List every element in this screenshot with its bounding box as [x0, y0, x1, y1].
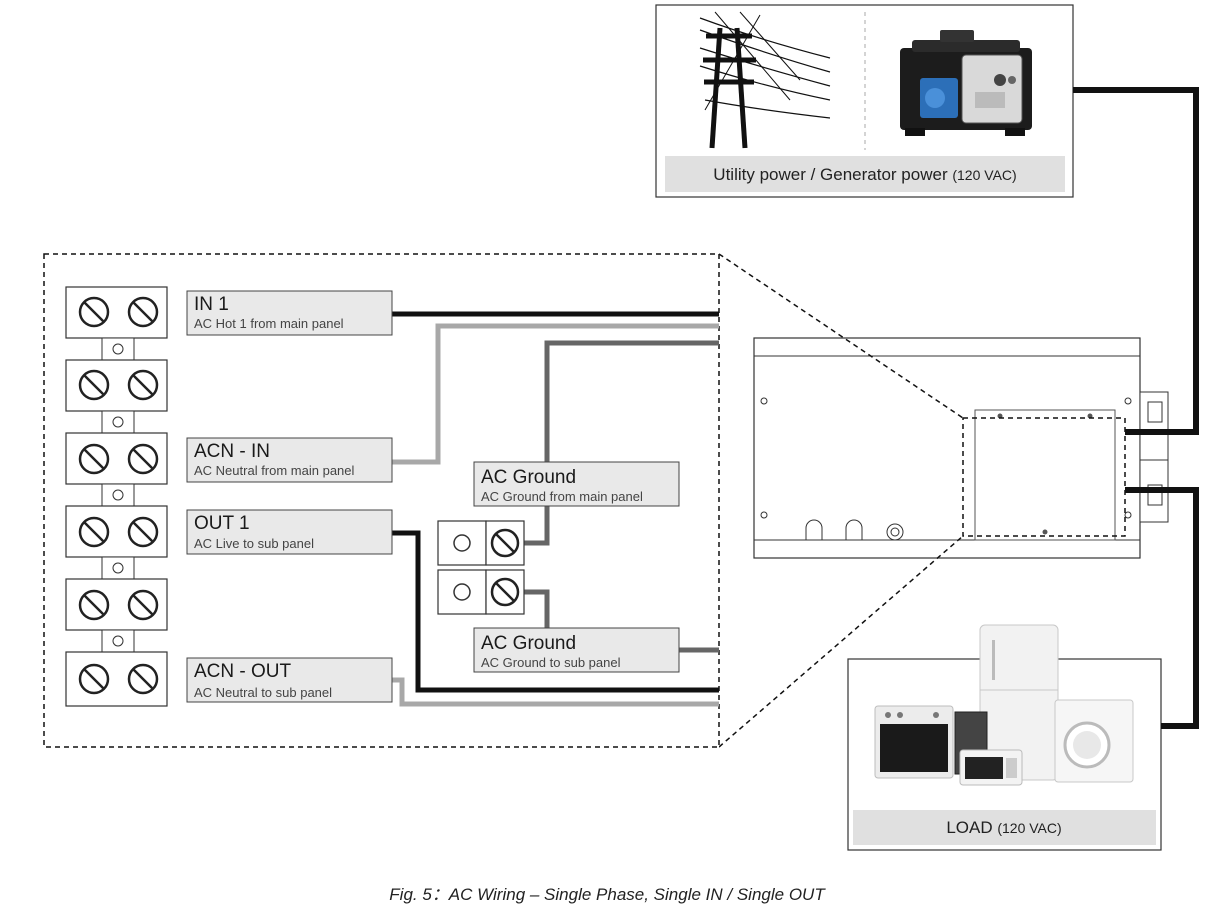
terminal-label-in1: IN 1 AC Hot 1 from main panel	[186, 290, 393, 336]
load-panel: LOAD (120 VAC)	[847, 624, 1162, 851]
ground-out-title: AC Ground	[481, 633, 576, 654]
appliances-icon	[874, 624, 1134, 786]
terminal-module	[65, 359, 168, 412]
terminal-module	[65, 578, 168, 631]
in1-subtitle: AC Hot 1 from main panel	[194, 316, 344, 331]
ground-in-subtitle: AC Ground from main panel	[481, 489, 643, 504]
figure-caption: Fig. 5：AC Wiring – Single Phase, Single …	[389, 885, 825, 904]
ground-label-out: AC Ground AC Ground to sub panel	[473, 627, 680, 673]
svg-text:LOAD (120 VAC): LOAD (120 VAC)	[946, 818, 1061, 837]
terminal-module	[65, 505, 168, 558]
power-cables	[1073, 87, 1199, 729]
terminal-module	[65, 651, 168, 707]
terminal-module	[65, 286, 168, 339]
source-label: Utility power / Generator power	[713, 165, 948, 184]
utility-pole-icon	[699, 11, 831, 149]
out1-wire	[392, 530, 719, 693]
source-spec: (120 VAC)	[952, 167, 1016, 183]
terminal-label-acn-in: ACN - IN AC Neutral from main panel	[186, 437, 393, 483]
ground-in-title: AC Ground	[481, 467, 576, 488]
ground-terminal	[437, 569, 525, 615]
acn-out-title: ACN - OUT	[194, 661, 292, 682]
terminal-label-out1: OUT 1 AC Live to sub panel	[186, 509, 393, 555]
load-spec: (120 VAC)	[997, 820, 1061, 836]
wires	[392, 311, 719, 707]
load-label: LOAD	[946, 818, 992, 837]
svg-text:Utility power / Generator powe: Utility power / Generator power (120 VAC…	[713, 165, 1016, 184]
terminal-block	[65, 286, 168, 707]
inverter-unit	[753, 337, 1169, 559]
generator-icon	[900, 30, 1032, 136]
zoom-guide-top	[718, 253, 964, 419]
terminal-detail-panel: IN 1 AC Hot 1 from main panel ACN - IN A…	[43, 253, 720, 748]
acn-in-wire	[392, 323, 719, 465]
acn-in-subtitle: AC Neutral from main panel	[194, 463, 355, 478]
terminal-label-acn-out: ACN - OUT AC Neutral to sub panel	[186, 657, 393, 703]
acn-out-subtitle: AC Neutral to sub panel	[194, 685, 332, 700]
acn-in-title: ACN - IN	[194, 441, 270, 462]
terminal-module	[65, 432, 168, 485]
acn-out-wire	[392, 677, 719, 707]
out1-subtitle: AC Live to sub panel	[194, 536, 314, 551]
ground-in-wire	[524, 340, 719, 546]
in1-title: IN 1	[194, 294, 229, 315]
power-source-panel: Utility power / Generator power (120 VAC…	[655, 4, 1074, 198]
out1-title: OUT 1	[194, 513, 250, 534]
ground-label-in: AC Ground AC Ground from main panel	[473, 461, 680, 507]
ground-terminal	[437, 520, 525, 566]
ground-out-subtitle: AC Ground to sub panel	[481, 655, 621, 670]
